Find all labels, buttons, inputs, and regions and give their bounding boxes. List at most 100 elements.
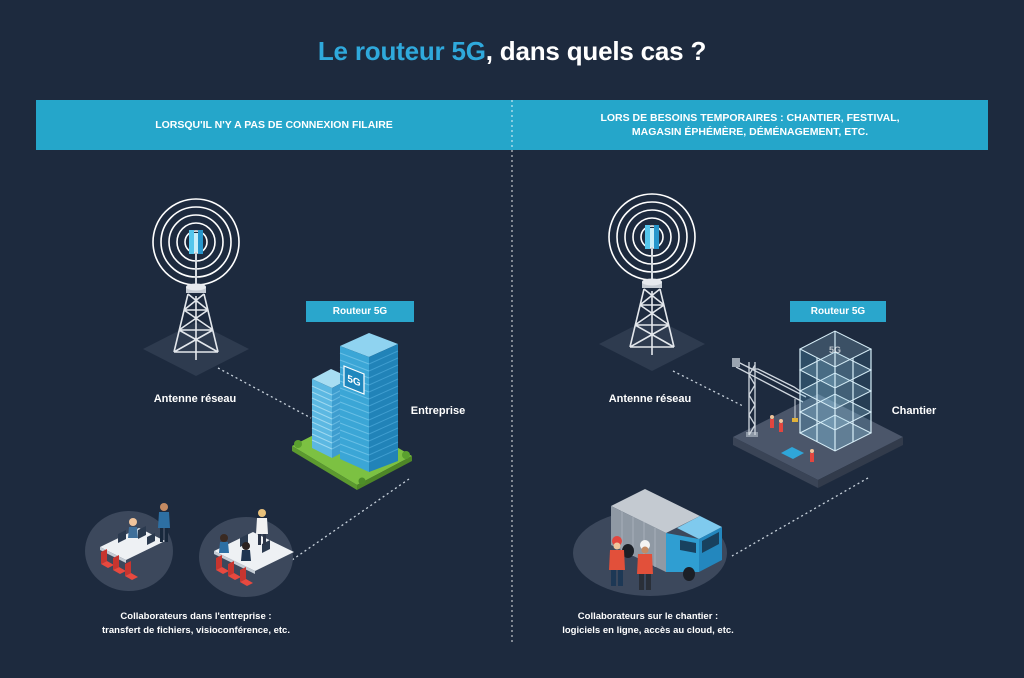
worker-helmet	[612, 536, 622, 546]
antenna-lattice	[629, 288, 675, 355]
tower-right-face	[369, 344, 398, 472]
person-body	[158, 512, 170, 528]
worker-vest	[609, 550, 625, 570]
antenna-panel	[650, 228, 654, 247]
chair-back	[125, 561, 131, 576]
banner-right-line1: LORS DE BESOINS TEMPORAIRES : CHANTIER, …	[600, 112, 900, 124]
connector-site-to-truck	[731, 477, 869, 557]
cargo-ribs	[621, 511, 656, 567]
person-body	[128, 527, 138, 538]
scaffold-posts	[799, 331, 872, 451]
antenna-icon	[143, 198, 249, 376]
chair-seat	[125, 573, 138, 580]
construction-site-icon: 5G	[732, 330, 903, 488]
site-ground-side	[733, 437, 818, 488]
site-worker-body	[770, 419, 774, 428]
desk	[214, 532, 294, 571]
signal-rings	[152, 198, 240, 286]
crane-counterweight	[732, 358, 740, 367]
truck-wheel	[683, 567, 695, 581]
antenna-panel	[654, 225, 659, 249]
person-leg	[160, 528, 163, 542]
person-leg	[165, 528, 168, 542]
antenna-platform-top	[642, 278, 662, 286]
antenna-label-left: Antenne réseau	[153, 393, 237, 405]
signal-ring	[640, 225, 664, 249]
person-head	[258, 509, 266, 517]
caption-right: Collaborateurs sur le chantier : logicie…	[508, 610, 788, 638]
site-water	[781, 447, 804, 459]
site-worker-head	[779, 419, 783, 423]
antenna-panel	[645, 225, 650, 249]
office-building-icon: 5G	[292, 333, 412, 490]
chair-seat	[113, 567, 126, 574]
monitor	[138, 526, 146, 539]
person-head	[220, 534, 228, 542]
chair-back	[113, 555, 119, 570]
antenna-panel	[189, 230, 194, 254]
title-rest: , dans quels cas ?	[485, 36, 707, 66]
desk	[100, 528, 165, 560]
router-badge-left-text: Routeur 5G	[332, 306, 388, 317]
antenna-panel	[198, 230, 203, 254]
person-body	[256, 518, 268, 534]
crane-jib	[735, 360, 807, 403]
worker-face	[641, 546, 649, 554]
crane-base	[746, 432, 758, 437]
cab-top	[677, 516, 722, 539]
site-worker-head	[810, 449, 814, 453]
title-highlight: Le routeur 5G	[317, 36, 486, 66]
worker-leg	[639, 574, 644, 590]
antenna-icon	[599, 193, 705, 371]
caption-left-line1: Collaborateurs dans l'entreprise :	[120, 611, 272, 622]
banner-right-line2: MAGASIN ÉPHÉMÈRE, DÉMÉNAGEMENT, ETC.	[631, 126, 869, 138]
chair-seat	[240, 579, 253, 586]
banner-right: LORS DE BESOINS TEMPORAIRES : CHANTIER, …	[512, 100, 988, 150]
person-head	[160, 503, 168, 511]
site-label-construction: Chantier	[891, 405, 937, 417]
connectors	[217, 367, 869, 561]
site-worker-body	[810, 453, 814, 462]
person-body	[241, 550, 251, 561]
connector-office-to-staff	[291, 478, 410, 561]
chair-seat	[228, 573, 241, 580]
site-ground-side	[818, 437, 903, 488]
signal-ring	[184, 230, 208, 254]
building-5g-sign	[343, 365, 365, 395]
scaffold-5g-sign-text: 5G	[829, 345, 841, 355]
monitor	[118, 530, 126, 543]
chair-back	[101, 549, 107, 564]
tower-windows	[368, 350, 399, 463]
worker-helmet	[640, 540, 650, 550]
router-badge-left: Routeur 5G	[306, 301, 414, 322]
person-leg	[263, 534, 266, 545]
worker-face	[613, 542, 621, 550]
cab-windshield	[702, 532, 719, 553]
construction-workers-icon	[609, 536, 653, 590]
tower-roof	[340, 333, 398, 357]
chair-seat	[101, 561, 114, 568]
chair-back	[240, 567, 246, 582]
person-head	[129, 518, 137, 526]
cab-side-window	[680, 540, 696, 553]
page-title: Le routeur 5G, dans quels cas ?	[0, 36, 1024, 66]
caption-right-line2: logiciels en ligne, accès au cloud, etc.	[562, 625, 734, 636]
tree	[402, 451, 410, 459]
antenna-panel	[194, 233, 198, 252]
tree	[358, 477, 366, 485]
person-leg	[258, 534, 261, 545]
site-worker-body	[779, 423, 783, 432]
site-worker-head	[770, 415, 774, 419]
worker-leg	[646, 574, 651, 590]
tree	[294, 440, 302, 448]
chair-back	[228, 561, 234, 576]
monitor	[147, 533, 155, 545]
antenna-label-right: Antenne réseau	[608, 393, 692, 405]
truck-wheel	[622, 544, 634, 558]
person-body	[219, 542, 229, 553]
caption-right-line1: Collaborateurs sur le chantier :	[577, 611, 719, 622]
connector-antenna-to-site	[672, 370, 744, 407]
antenna-lattice	[173, 293, 219, 360]
cargo-side	[611, 506, 666, 572]
